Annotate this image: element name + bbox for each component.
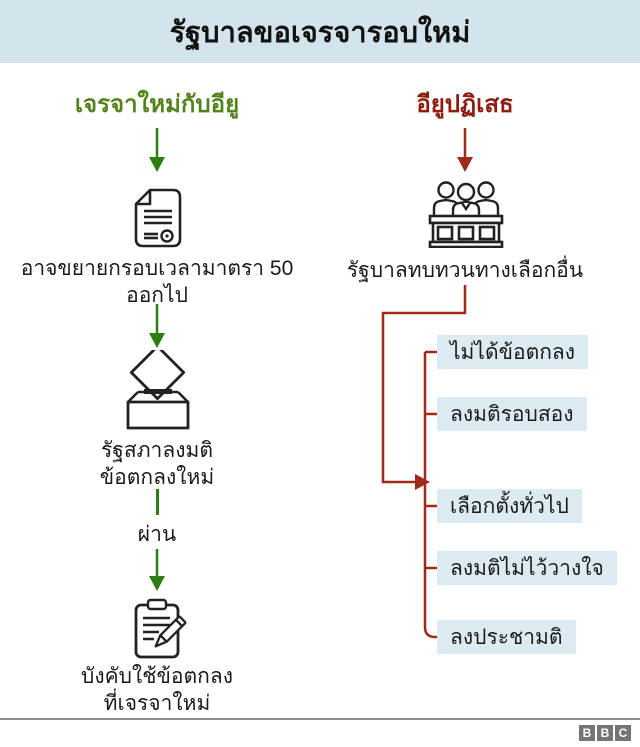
document-icon (134, 188, 182, 248)
option-no-deal: ไม่ได้ข้อตกลง (437, 335, 589, 369)
left-column-header: เจรจาใหม่กับอียู (74, 91, 240, 118)
down-arrow-icon (149, 128, 165, 172)
bbc-logo: B B C (579, 725, 631, 741)
right-column-header: อียูปฏิเสธ (416, 91, 514, 118)
option-referendum: ลงประชามติ (437, 620, 576, 654)
left-step3-label: บังคับใช้ข้อตกลง ที่เจรจาใหม่ (81, 665, 233, 715)
pass-label: ผ่าน (137, 523, 177, 546)
down-arrow-icon (149, 549, 165, 591)
connector-line (156, 489, 159, 515)
title-bar: รัฐบาลขอเจรจารอบใหม่ (0, 0, 640, 63)
right-review-label: รัฐบาลทบทวนทางเลือกอื่น (346, 259, 584, 282)
branch-connector (381, 285, 467, 639)
option-no-confidence-vote: ลงมติไม่ไว้วางใจ (437, 551, 617, 585)
left-step1-label: อาจขยายกรอบเวลามาตรา 50 ออกไป (20, 257, 294, 307)
left-step2-label: รัฐสภาลงมติ ข้อตกลงใหม่ (99, 439, 215, 489)
option-second-vote: ลงมติรอบสอง (437, 397, 587, 431)
bbc-logo-letter: B (597, 725, 613, 741)
down-arrow-icon (457, 128, 473, 172)
parliament-icon (428, 181, 504, 248)
ballot-box-icon (126, 350, 190, 430)
bbc-logo-letter: B (579, 725, 595, 741)
bbc-logo-letter: C (615, 725, 631, 741)
clipboard-pencil-icon (134, 598, 187, 659)
option-general-election: เลือกตั้งทั่วไป (437, 489, 582, 523)
down-arrow-icon (149, 304, 165, 348)
footer-divider (0, 718, 640, 720)
page-title: รัฐบาลขอเจรจารอบใหม่ (169, 16, 471, 49)
